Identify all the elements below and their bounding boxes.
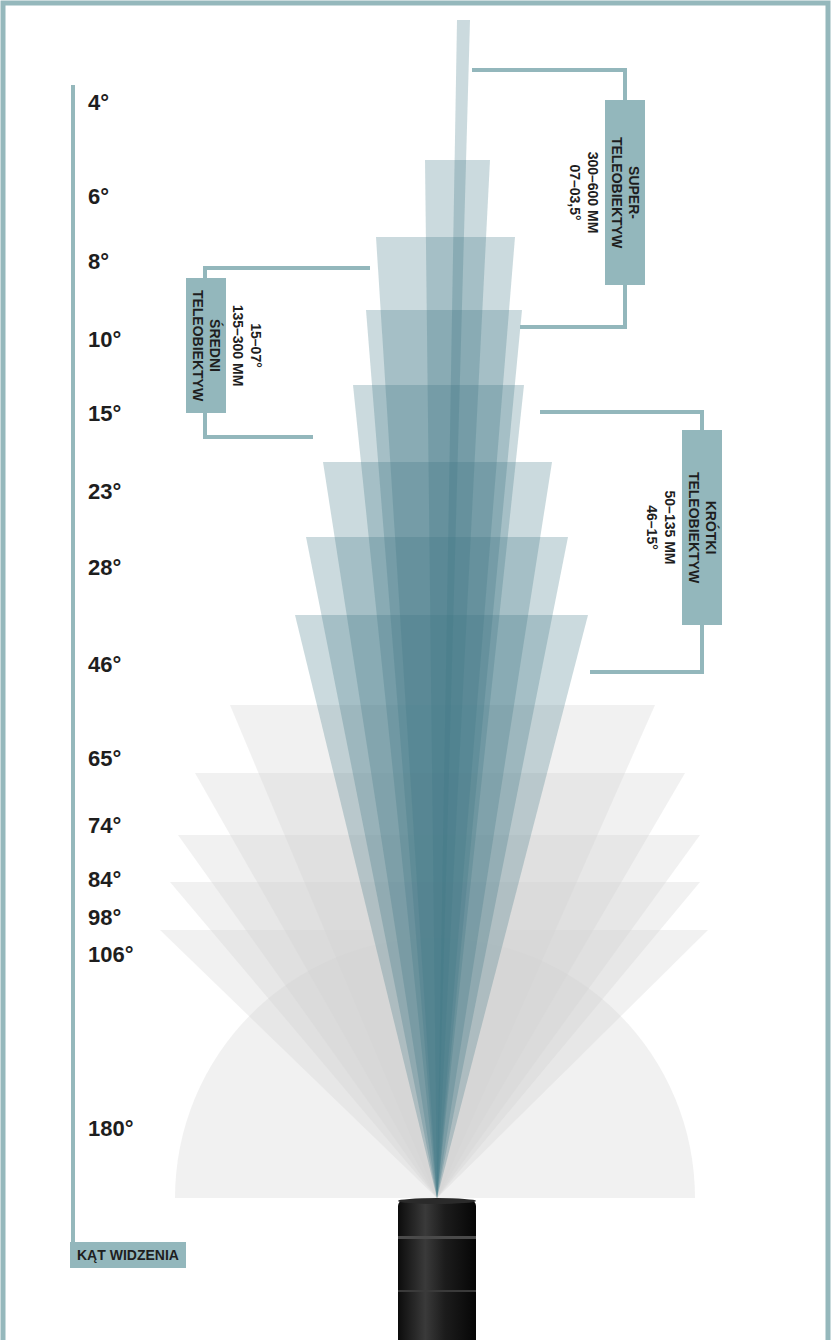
angle-value: 84° — [88, 867, 121, 893]
angle-value: 46° — [88, 652, 121, 678]
angle-value: 6° — [88, 184, 109, 210]
angle-range: 07–03,5° — [566, 100, 584, 285]
category-name: ŚREDNI TELEOBIEKTYW — [189, 280, 223, 412]
angle-value: 106° — [88, 942, 134, 968]
angle-value: 10° — [88, 327, 121, 353]
focal-range: 300–600 MM — [584, 100, 602, 285]
angle-value: 4° — [88, 90, 109, 116]
angle-value: 8° — [88, 249, 109, 275]
bracket-lines — [205, 70, 702, 672]
angle-value: 65° — [88, 746, 121, 772]
category-box: SUPER- TELEOBIEKTYW — [605, 100, 645, 285]
focal-range: 50–135 MM — [661, 430, 679, 625]
angle-range: 46–15° — [643, 430, 661, 625]
angle-value: 15° — [88, 401, 121, 427]
focal-range: 135–300 MM — [229, 278, 247, 413]
lens-category-label: KRÓTKI TELEOBIEKTYW 50–135 MM46–15° — [643, 430, 722, 625]
angle-value: 23° — [88, 479, 121, 505]
angle-value: 28° — [88, 555, 121, 581]
tele-angle-fan — [295, 20, 588, 1198]
category-box: ŚREDNI TELEOBIEKTYW — [186, 278, 226, 413]
angle-value: 74° — [88, 813, 121, 839]
scale-line — [71, 85, 75, 1244]
lens-category-label: 15–07°135–300 MM ŚREDNI TELEOBIEKTYW — [186, 278, 265, 413]
lens-category-label: SUPER- TELEOBIEKTYW 300–600 MM07–03,5° — [566, 100, 645, 285]
category-box: KRÓTKI TELEOBIEKTYW — [682, 430, 722, 625]
frame — [3, 3, 828, 1340]
angle-range: 15–07° — [247, 278, 265, 413]
category-name: KRÓTKI TELEOBIEKTYW — [685, 462, 719, 594]
axis-title-box: KĄT WIDZENIA — [70, 1242, 186, 1268]
angle-value: 180° — [88, 1116, 134, 1142]
axis-title: KĄT WIDZENIA — [77, 1247, 179, 1263]
angle-value: 98° — [88, 905, 121, 931]
lens-body — [398, 1198, 476, 1340]
category-name: SUPER- TELEOBIEKTYW — [608, 127, 642, 259]
